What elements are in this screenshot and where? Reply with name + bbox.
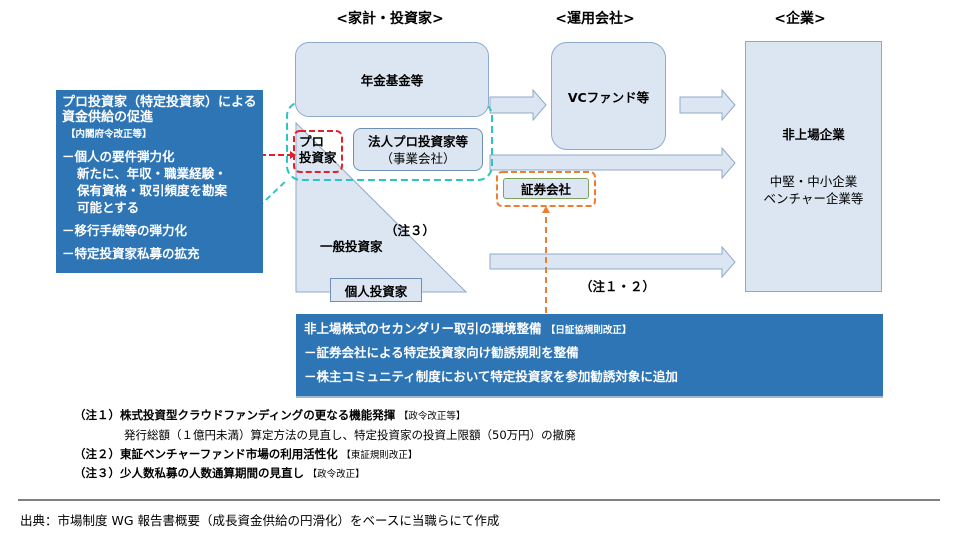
corporate-pro-investor-label: 法人プロ投資家等	[367, 134, 468, 149]
secondary-item-1: －証券会社による特定投資家向け勧誘規則を整備	[304, 345, 579, 360]
note12-marker: （注１・２）	[580, 279, 656, 294]
note-2-tag: 【東証規則改正】	[341, 450, 418, 461]
header-asset-manager: <運用会社>	[555, 11, 635, 27]
vc-fund-box: VCファンド等	[551, 42, 666, 150]
arrow-to-vc	[489, 88, 547, 122]
unlisted-company-box: 非上場企業 中堅・中小企業 ベンチャー企業等	[745, 41, 882, 292]
note-3: （注３）少人数私募の人数通算期間の見直し 【政令改正】	[74, 465, 365, 481]
orange-connector-arrowhead	[542, 206, 550, 213]
policy-item-1-detail-1: 新たに、年収・職業経験・	[77, 166, 227, 181]
secondary-item-2: －株主コミュニティ制度において特定投資家を参加勧誘対象に追加	[304, 369, 678, 384]
secondary-market-title: 非上場株式のセカンダリー取引の環境整備	[304, 321, 542, 336]
arrow-general-to-company	[489, 245, 736, 279]
individual-investor-label: 個人投資家	[344, 283, 408, 299]
pension-fund-label: 年金基金等	[360, 73, 424, 88]
pro-investor-line2: 投資家	[299, 150, 337, 165]
note-1-label: （注１）	[74, 408, 120, 422]
header-company: <企業>	[774, 11, 826, 27]
note-3-label: （注３）	[74, 466, 120, 480]
pro-investor-policy-title: プロ投資家（特定投資家）による資金供給の促進	[62, 95, 257, 125]
note-2-label: （注２）	[74, 447, 120, 461]
policy-item-1-detail-2: 保有資格・取引頻度を勘案	[77, 183, 228, 198]
note-1-tag: 【政令改正等】	[398, 411, 466, 422]
note-2: （注２）東証ベンチャーファンド市場の利用活性化 【東証規則改正】	[74, 446, 417, 462]
note-1: （注１）株式投資型クラウドファンディングの更なる機能発揮 【政令改正等】	[74, 407, 465, 423]
pro-investor-outline	[293, 130, 343, 173]
source-citation: 出典：市場制度 WG 報告書概要（成長資金供給の円滑化）をベースに当職らにて作成	[20, 513, 500, 528]
pro-investor-label: プロ 投資家	[299, 134, 337, 166]
note-2-text: 東証ベンチャーファンド市場の利用活性化	[120, 447, 338, 461]
secondary-market-panel: 非上場株式のセカンダリー取引の環境整備 【日証協規則改正】 －証券会社による特定…	[296, 314, 883, 398]
company-detail: 中堅・中小企業 ベンチャー企業等	[746, 173, 881, 207]
red-connector-arrowhead	[290, 151, 296, 159]
policy-item-1: －個人の要件弾力化	[62, 149, 175, 164]
secondary-market-title-row: 非上場株式のセカンダリー取引の環境整備 【日証協規則改正】	[304, 320, 875, 340]
arrow-corporate-to-company	[489, 146, 736, 180]
policy-item-2: －移行手続等の弾力化	[62, 223, 188, 238]
corporate-pro-investor-box: 法人プロ投資家等 （事業会社）	[353, 128, 483, 171]
unlisted-company-label: 非上場企業	[782, 127, 845, 142]
note-1-text: 株式投資型クラウドファンディングの更なる機能発揮	[120, 408, 396, 422]
policy-item-3: －特定投資家私募の拡充	[62, 246, 200, 261]
pro-investor-line1: プロ	[299, 134, 325, 149]
vc-fund-label: VCファンド等	[567, 89, 650, 105]
note3-marker: （注３）	[385, 223, 436, 238]
arrow-vc-to-company	[679, 88, 736, 122]
individual-investor-box: 個人投資家	[330, 278, 422, 302]
securities-company-box: 証券会社	[503, 178, 589, 199]
secondary-market-tag: 【日証協規則改正】	[545, 325, 632, 336]
company-detail-line1: 中堅・中小企業	[769, 174, 858, 189]
pro-investor-policy-panel: プロ投資家（特定投資家）による資金供給の促進 【内閣府令改正等】 －個人の要件弾…	[56, 90, 263, 273]
teal-connector-line	[214, 179, 288, 249]
header-household: <家計・投資家>	[336, 11, 444, 27]
securities-company-label: 証券会社	[520, 182, 571, 197]
note-3-tag: 【政令改正】	[307, 469, 365, 480]
note-1-sub: 発行総額（１億円未満）算定方法の見直し、特定投資家の投資上限額（50万円）の撤廃	[124, 428, 576, 442]
general-investor-label: 一般投資家	[320, 239, 383, 254]
note-3-text: 少人数私募の人数通算期間の見直し	[120, 466, 304, 480]
pension-fund-box: 年金基金等	[295, 42, 489, 117]
corporate-pro-investor-sub: （事業会社）	[380, 151, 456, 166]
company-detail-line2: ベンチャー企業等	[763, 191, 864, 206]
pro-investor-policy-tag: 【内閣府令改正等】	[66, 129, 152, 140]
policy-item-1-detail-3: 可能とする	[77, 200, 140, 215]
